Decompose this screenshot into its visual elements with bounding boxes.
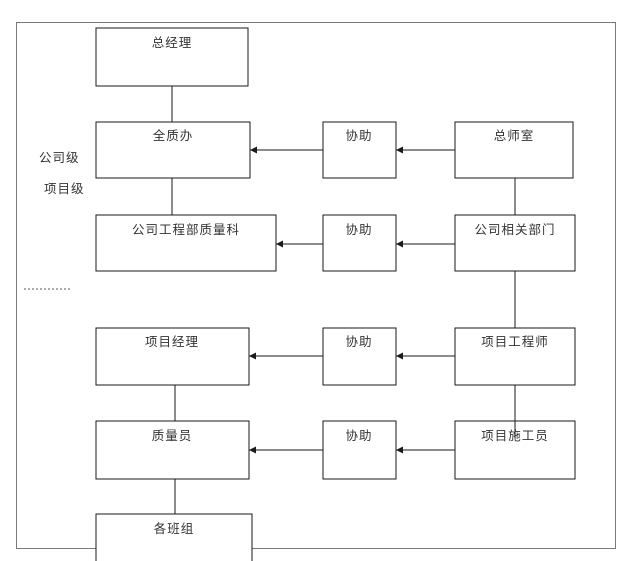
node-quality-inspector-label: 质量员 <box>152 428 193 443</box>
level-label-project: 项目级 <box>44 181 85 196</box>
node-general-manager-label: 总经理 <box>152 35 193 50</box>
node-quality-office: 全质办 <box>95 121 251 179</box>
node-general-manager: 总经理 <box>95 27 249 87</box>
node-assist-4: 协助 <box>322 420 397 480</box>
node-company-related-depts: 公司相关部门 <box>454 214 576 272</box>
node-assist-2: 协助 <box>322 214 397 272</box>
level-label-company: 公司级 <box>39 150 80 165</box>
node-project-engineer-label: 项目工程师 <box>481 334 549 349</box>
node-assist-1: 协助 <box>322 121 397 179</box>
node-quality-inspector: 质量员 <box>95 420 250 480</box>
node-chief-engineer-office: 总师室 <box>454 121 574 179</box>
node-work-teams: 各班组 <box>95 513 253 561</box>
node-company-engineering-quality: 公司工程部质量科 <box>95 214 277 272</box>
node-project-manager-label: 项目经理 <box>145 334 199 349</box>
node-quality-office-label: 全质办 <box>153 128 194 143</box>
node-company-related-depts-label: 公司相关部门 <box>474 222 555 237</box>
node-assist-3-label: 协助 <box>345 334 372 349</box>
node-work-teams-label: 各班组 <box>154 521 195 536</box>
node-assist-4-label: 协助 <box>345 428 372 443</box>
node-assist-3: 协助 <box>322 327 397 386</box>
node-assist-2-label: 协助 <box>345 222 372 237</box>
diagram-frame <box>16 22 616 549</box>
node-chief-engineer-office-label: 总师室 <box>494 128 535 143</box>
node-assist-1-label: 协助 <box>345 128 372 143</box>
node-project-manager: 项目经理 <box>95 327 250 386</box>
node-project-engineer: 项目工程师 <box>454 327 576 386</box>
node-company-engineering-quality-label: 公司工程部质量科 <box>132 222 240 237</box>
